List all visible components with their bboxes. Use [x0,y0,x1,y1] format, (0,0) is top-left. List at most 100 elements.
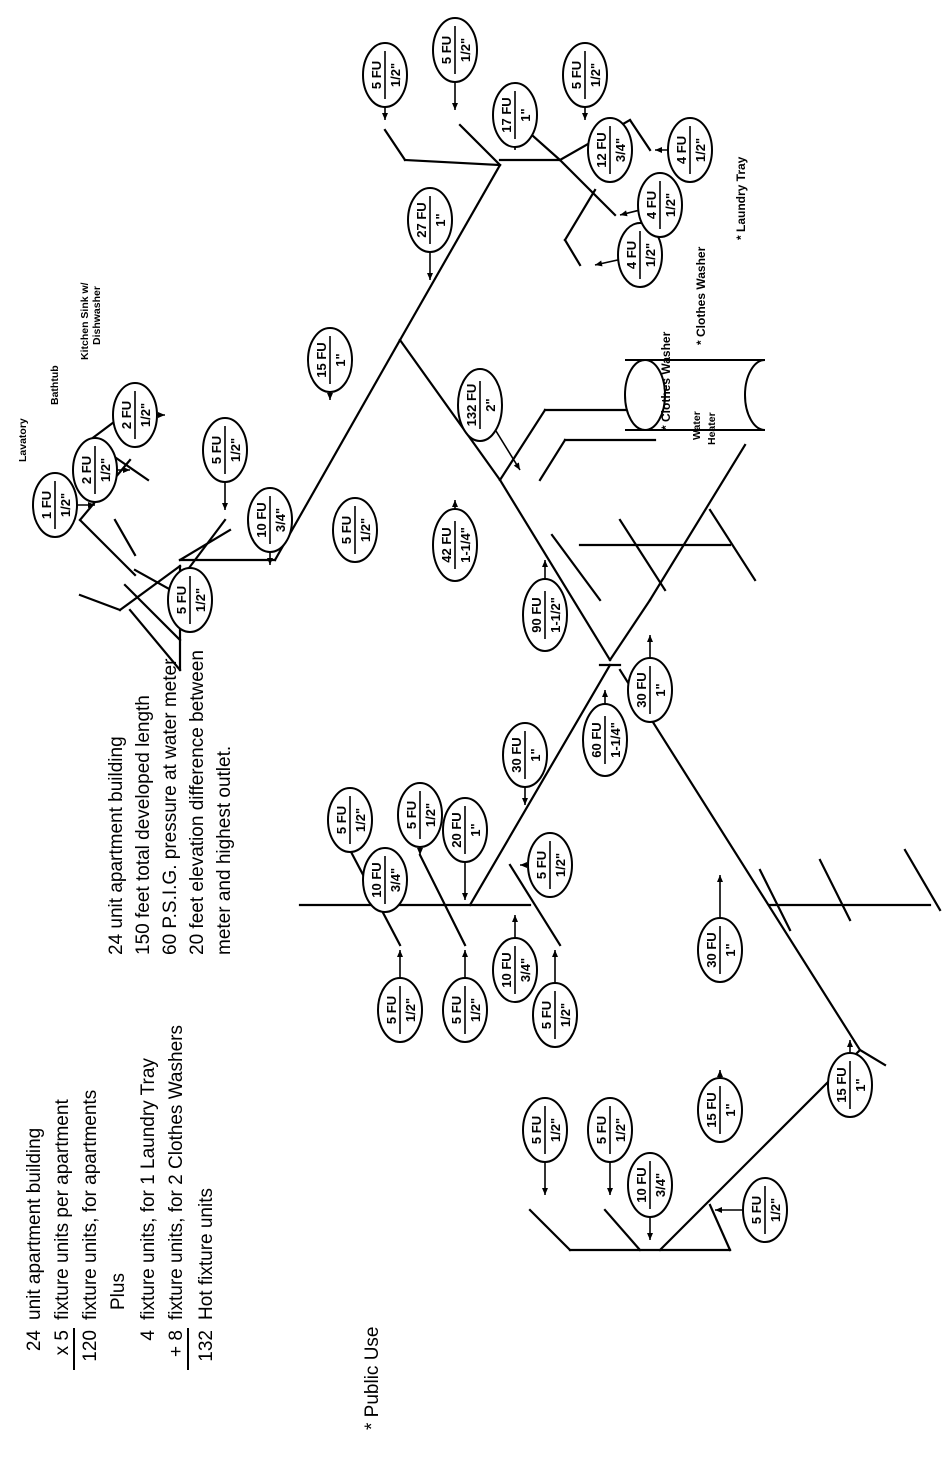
pipe-network [78,118,942,1252]
fu-bubble-m-5c: 5 FU 1/2" [520,832,573,898]
calc-text: Plus [108,1273,129,1310]
condition-line: 60 P.S.I.G. pressure at water meter [160,658,181,955]
fu-bubble-r-30a: 30 FU 1" [627,635,673,723]
bubble-fu: 60 FU [589,722,604,757]
heater-inlet [538,438,567,482]
bubble-pipe-size: 1" [853,1078,868,1091]
arrow-head-icon [158,412,165,418]
bubble-pipe-size: 1" [723,943,738,956]
bubble-fu: 5 FU [439,36,454,64]
bubble-pipe-size: 1/2" [558,1003,573,1027]
bubble-pipe-size: 1/2" [403,998,418,1022]
bubble-fu: 5 FU [569,61,584,89]
riser [398,163,502,342]
arrow-head-icon [88,502,95,508]
calc-text: fixture units per apartment [52,1099,73,1320]
pipe [818,858,852,922]
arrow-head-icon [123,467,130,473]
bubble-pipe-size: 1" [528,748,543,761]
bubble-fu: 15 FU [704,1092,719,1127]
pipe [508,863,562,947]
bubble-fu: 30 FU [704,932,719,967]
arrow-head-icon [452,500,458,507]
pipe [628,118,652,152]
bubble-pipe-size: 1" [433,213,448,226]
fu-bubble-b1-apt-b: 5 FU 1/2" [202,417,248,510]
pipe [903,848,942,912]
bubble-fu: 42 FU [439,527,454,562]
bubble-pipe-size: 3/4" [613,138,628,162]
bubble-fu: 27 FU [414,202,429,237]
calc-text: fixture units, for apartments [80,1090,101,1320]
bubble-pipe-size: 1" [518,108,533,121]
bubble-fu: 30 FU [634,672,649,707]
pipe [78,593,122,612]
bubble-fu: 5 FU [594,1116,609,1144]
arrow-head-icon [222,503,228,510]
bubble-fu: 4 FU [644,191,659,219]
pipe [113,518,137,557]
bubble-fu: 5 FU [449,996,464,1024]
calc-text: unit apartment building [24,1128,45,1320]
bubble-pipe-size: 3/4" [388,868,403,892]
bubble-pipe-size: 1/2" [613,1118,628,1142]
bubble-fu: 5 FU [209,436,224,464]
calc-text: Hot fixture units [196,1188,217,1320]
arrow-head-icon [382,113,388,120]
pipe [603,1208,642,1252]
riser [468,663,612,907]
arrow-head-icon [552,950,558,957]
arrow-head-icon [462,893,468,900]
bubble-pipe-size: 1/2" [228,438,243,462]
pipe [758,868,792,932]
bubble-fu: 15 FU [834,1067,849,1102]
bubble-fu: 5 FU [534,851,549,879]
calc-number: + 8 [166,1330,187,1357]
bubble-fu: 20 FU [449,812,464,847]
arrow-head-icon [620,210,628,217]
arrow-head-icon [512,915,518,922]
arrow-head-icon [427,273,433,280]
pipe [403,158,502,167]
condition-line: 24 unit apartment building [106,736,127,955]
bubble-fu: 5 FU [174,586,189,614]
pipe [708,1203,732,1252]
arrow-head-icon [417,848,423,855]
riser [273,338,402,562]
bubble-fu: 5 FU [539,1001,554,1029]
fu-bubble-b-15b: 15 FU 1" [827,1040,873,1118]
bubble-pipe-size: 1/2" [553,853,568,877]
calc-number: x 5 [52,1330,73,1355]
arrow-head-icon [462,950,468,957]
pipe [708,508,757,582]
calc-number: 132 [196,1330,217,1362]
bubble-fu: 5 FU [339,516,354,544]
pipe [418,853,467,947]
main [618,668,862,1052]
arrow-head-icon [607,1188,613,1195]
bubble-pipe-size: 2" [483,398,498,411]
bubble-pipe-size: 1" [653,683,668,696]
arrow-head-icon [582,113,588,120]
pipe [118,564,182,612]
condition-line: 150 feet total developed length [133,695,154,955]
arrow-head-icon [452,103,458,110]
label-clothes-washer-1: * Clothes Washer [659,331,673,430]
